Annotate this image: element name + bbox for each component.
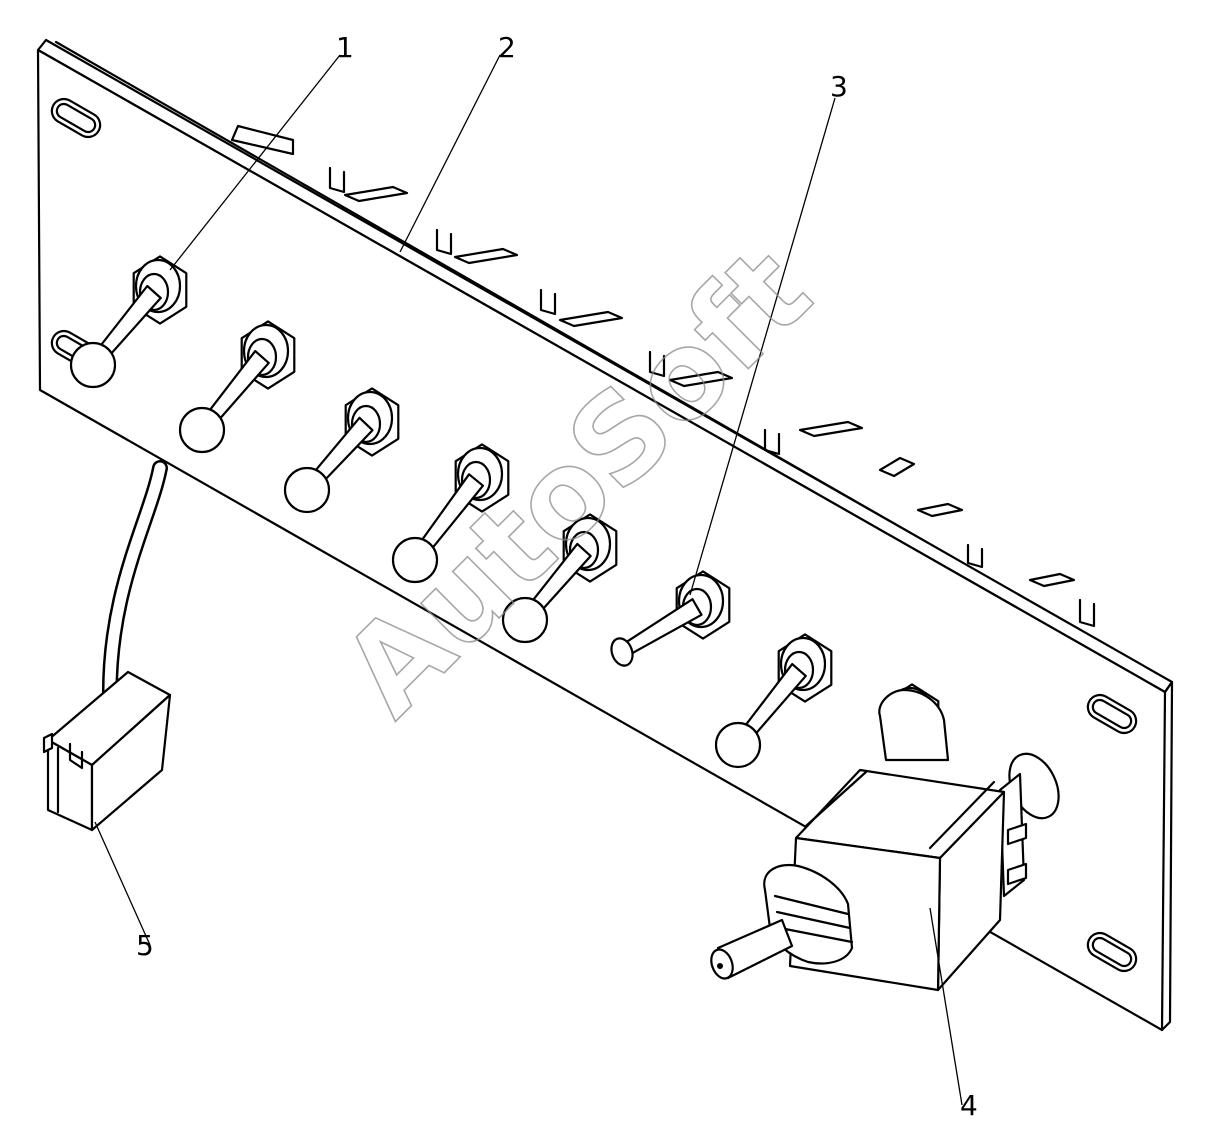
callout-3: 3	[830, 70, 848, 103]
connector	[42, 670, 172, 832]
callout-leaders	[94, 54, 963, 1106]
toggle-switch	[283, 387, 400, 514]
toggle-switch	[610, 570, 731, 667]
toggle-switch	[501, 513, 618, 644]
terminal-tabs	[230, 124, 1096, 628]
toggle-switch	[391, 443, 510, 584]
toggle-switches	[69, 255, 940, 769]
toggle-switch	[69, 255, 188, 389]
callout-4: 4	[960, 1089, 978, 1122]
large-toggle-switch	[710, 688, 1060, 992]
callout-2: 2	[498, 31, 516, 64]
toggle-switch	[714, 633, 833, 769]
wire-inner	[104, 462, 166, 706]
callout-1: 1	[336, 31, 354, 64]
toggle-switch	[178, 320, 296, 454]
callout-5: 5	[136, 929, 154, 962]
